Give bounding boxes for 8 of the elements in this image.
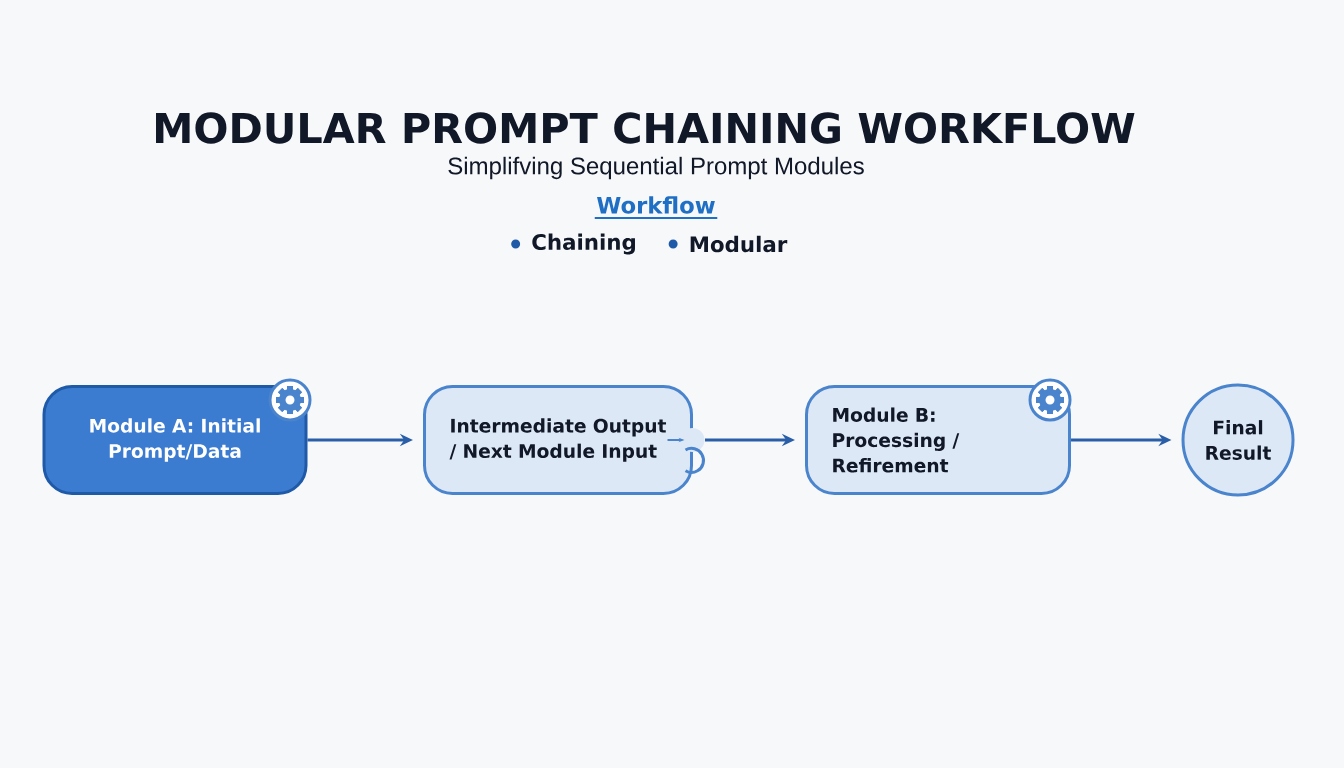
process-box: Intermediate Output / Next Module Input — [423, 385, 705, 495]
process-box: Module B: Processing / Refirement — [805, 385, 1071, 495]
bullet-item: Chaining — [511, 233, 635, 255]
subtitle: Simplifving Sequential Prompt Modules — [448, 156, 864, 180]
bullet-item: Modular — [668, 235, 788, 253]
link: Workflow — [593, 196, 719, 220]
process-box: Module A: Initial Prompt/Data — [42, 385, 308, 495]
title: MODULAR PROMPT CHAINING WORKFLOW — [156, 112, 1135, 144]
